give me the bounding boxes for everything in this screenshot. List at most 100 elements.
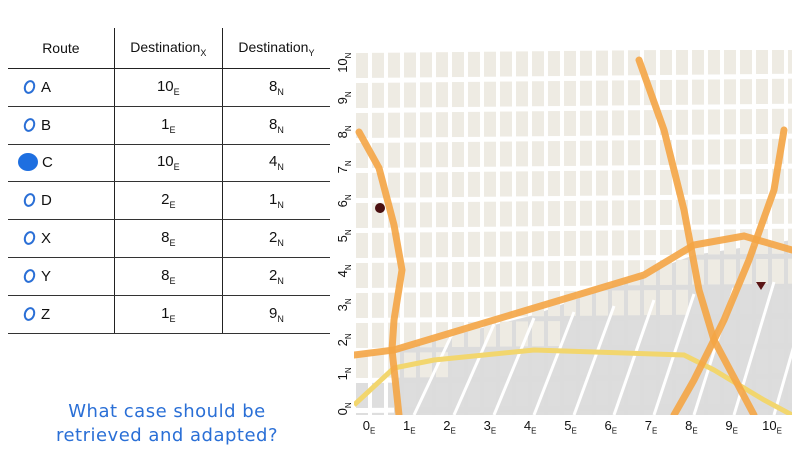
caption-line-2: retrieved and adapted?: [55, 425, 279, 446]
selected-marker-icon[interactable]: [18, 153, 38, 171]
route-cell[interactable]: X: [8, 219, 115, 258]
header-destination-y: DestinationY: [221, 28, 330, 69]
city-block: [468, 261, 480, 287]
city-block: [772, 348, 784, 374]
city-block: [516, 141, 528, 167]
city-block: [596, 170, 608, 196]
city-block: [660, 50, 672, 75]
city-block: [484, 231, 496, 257]
route-cell[interactable]: Y: [8, 257, 115, 296]
unselected-marker-icon[interactable]: [21, 229, 38, 247]
city-block: [580, 320, 592, 346]
city-block: [516, 381, 528, 407]
city-block: [372, 292, 384, 318]
route-cell[interactable]: Z: [8, 295, 115, 334]
city-block: [676, 79, 688, 105]
city-block: [724, 409, 736, 415]
city-block: [788, 108, 792, 134]
city-block: [628, 320, 640, 346]
city-block: [580, 230, 592, 256]
city-block: [484, 411, 496, 415]
x-tick-label: 3E: [483, 418, 497, 436]
destination-y-cell: 2N: [221, 219, 330, 258]
city-block: [564, 50, 576, 76]
city-block: [532, 351, 544, 377]
city-block: [548, 141, 560, 167]
city-block: [676, 50, 688, 75]
city-block: [372, 322, 384, 348]
question-caption: What case should be retrieved and adapte…: [32, 400, 302, 448]
city-block: [404, 262, 416, 288]
y-tick-label: 1N: [335, 367, 353, 381]
city-block: [644, 410, 656, 415]
city-block: [404, 202, 416, 228]
destination-y-cell: 4N: [221, 144, 330, 183]
city-block: [436, 262, 448, 288]
city-block: [580, 80, 592, 106]
city-block: [676, 289, 688, 315]
city-block: [532, 261, 544, 287]
city-block: [356, 263, 368, 288]
table-header-row: Route DestinationX DestinationY: [8, 28, 330, 69]
major-road-east-1: [635, 56, 758, 415]
y-tick-label: 4N: [335, 263, 353, 277]
city-block: [388, 172, 400, 198]
city-block: [452, 172, 464, 198]
city-block: [580, 200, 592, 226]
destination-y-cell: 8N: [221, 68, 330, 107]
city-block: [420, 382, 432, 408]
city-block: [436, 82, 448, 108]
city-block: [596, 380, 608, 406]
city-block: [612, 140, 624, 166]
city-block: [548, 321, 560, 347]
city-block: [596, 230, 608, 256]
city-block: [692, 169, 704, 195]
city-block: [740, 139, 752, 165]
city-block: [500, 111, 512, 137]
city-block: [548, 411, 560, 415]
city-block: [596, 290, 608, 316]
route-cell[interactable]: C: [8, 144, 115, 183]
city-block: [788, 78, 792, 104]
destination-x-cell: 8E: [113, 257, 223, 296]
city-block: [356, 293, 368, 318]
route-cell[interactable]: D: [8, 181, 115, 221]
city-block: [692, 139, 704, 165]
city-block: [532, 411, 544, 415]
y-tick-label: 6N: [335, 194, 353, 208]
street-line: [772, 347, 792, 415]
city-block: [724, 50, 736, 75]
city-block: [596, 350, 608, 376]
city-block: [772, 318, 784, 344]
city-block: [772, 288, 784, 314]
city-block: [404, 52, 416, 78]
unselected-marker-icon[interactable]: [21, 191, 38, 209]
city-block: [756, 139, 768, 164]
route-cell[interactable]: B: [8, 106, 115, 145]
unselected-marker-icon[interactable]: [21, 305, 38, 323]
unselected-marker-icon[interactable]: [21, 78, 38, 96]
city-block: [420, 172, 432, 198]
y-tick-label: 10N: [335, 52, 353, 73]
unselected-marker-icon[interactable]: [21, 267, 38, 285]
city-block: [628, 80, 640, 106]
city-block: [516, 201, 528, 227]
city-block: [548, 201, 560, 227]
city-block: [404, 412, 416, 415]
city-block: [612, 230, 624, 256]
unselected-marker-icon[interactable]: [21, 116, 38, 134]
city-block: [740, 79, 752, 105]
city-block: [772, 108, 784, 134]
caption-line-1: What case should be: [68, 401, 266, 422]
route-cell[interactable]: A: [8, 68, 115, 107]
street-line: [492, 317, 536, 415]
city-block: [788, 228, 792, 254]
